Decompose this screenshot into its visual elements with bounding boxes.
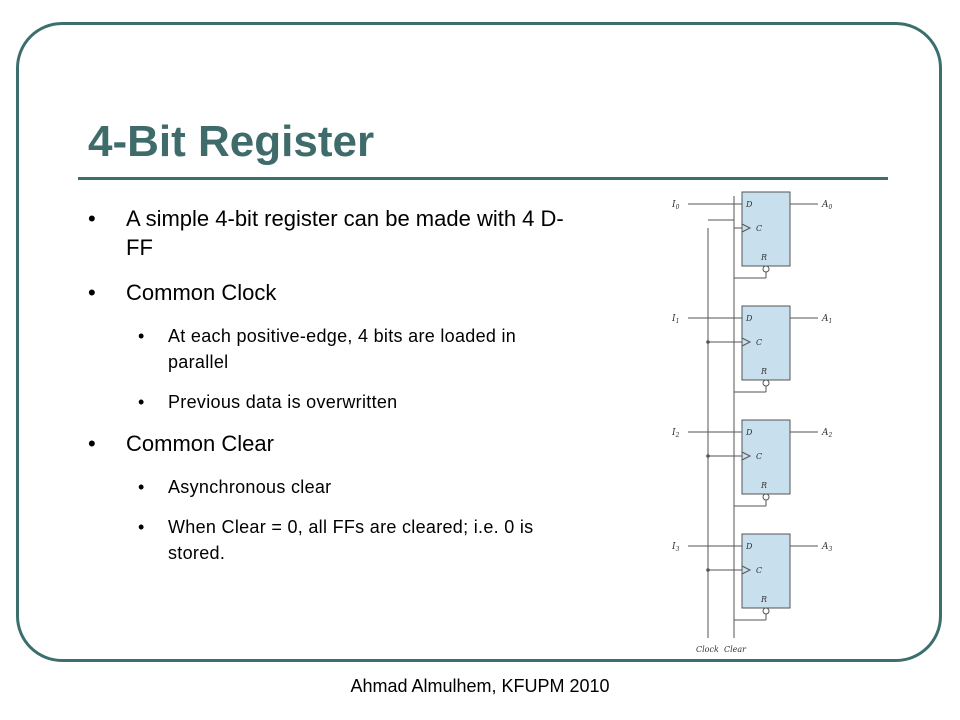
ff-r-label: R — [760, 481, 767, 490]
clock-label: Clock — [696, 645, 719, 654]
input-label: I2 — [671, 428, 680, 439]
bullet-item: •Common Clear — [88, 431, 274, 456]
output-label: A3 — [821, 542, 833, 553]
bullet-item: •Common Clock — [88, 280, 277, 305]
ff-c-label: C — [756, 224, 762, 233]
bullet-text: When Clear = 0, all FFs are cleared; i.e… — [168, 517, 534, 563]
bullet-text: Previous data is overwritten — [168, 392, 398, 412]
output-label: A2 — [821, 428, 833, 439]
title-underline — [78, 177, 888, 180]
slide-title: 4-Bit Register — [88, 117, 375, 166]
sub-bullet-item: •Asynchronous clear — [138, 477, 332, 497]
input-label: I1 — [671, 314, 679, 325]
bullet-list: •A simple 4-bit register can be made wit… — [88, 204, 568, 580]
bullet-text: Common Clear — [126, 431, 274, 456]
output-label: A1 — [821, 314, 832, 325]
bullet-text: At each positive-edge, 4 bits are loaded… — [168, 326, 517, 372]
ff-c-label: C — [756, 452, 762, 461]
flip-flop — [741, 305, 791, 381]
input-label: I0 — [671, 200, 680, 211]
flip-flop — [741, 191, 791, 267]
ff-c-label: C — [756, 338, 762, 347]
ff-c-label: C — [756, 566, 762, 575]
ff-r-label: R — [760, 367, 767, 376]
clock-edge-marker — [741, 337, 752, 347]
bullet-item: •A simple 4-bit register can be made wit… — [88, 206, 564, 260]
sub-bullet-item: •When Clear = 0, all FFs are cleared; i.… — [138, 517, 534, 563]
junction-dot — [706, 568, 710, 572]
ff-d-label: D — [745, 200, 753, 209]
ff-d-label: D — [745, 428, 753, 437]
sub-bullet-item: •Previous data is overwritten — [138, 392, 398, 412]
bullet-text: Common Clock — [126, 280, 277, 305]
clock-edge-marker — [741, 223, 752, 233]
sub-bullet-item: •At each positive-edge, 4 bits are loade… — [138, 326, 517, 372]
clear-label: Clear — [724, 645, 747, 654]
ff-d-label: D — [745, 314, 753, 323]
clear-bubble — [762, 493, 770, 501]
ff-r-label: R — [760, 595, 767, 604]
clock-edge-marker — [741, 451, 752, 461]
ff-r-label: R — [760, 253, 767, 262]
clear-bubble — [762, 607, 770, 615]
clear-bubble — [762, 379, 770, 387]
output-label: A0 — [821, 200, 833, 211]
junction-dot — [706, 454, 710, 458]
slide-footer: Ahmad Almulhem, KFUPM 2010 — [350, 676, 610, 696]
slide-frame — [16, 22, 942, 662]
bullet-text: A simple 4-bit register can be made with… — [126, 206, 564, 260]
ff-d-label: D — [745, 542, 753, 551]
bullet-text: Asynchronous clear — [168, 477, 332, 497]
flip-flop — [741, 533, 791, 609]
clock-edge-marker — [741, 565, 752, 575]
input-label: I3 — [671, 542, 680, 553]
clear-bubble — [762, 265, 770, 273]
junction-dot — [706, 340, 710, 344]
